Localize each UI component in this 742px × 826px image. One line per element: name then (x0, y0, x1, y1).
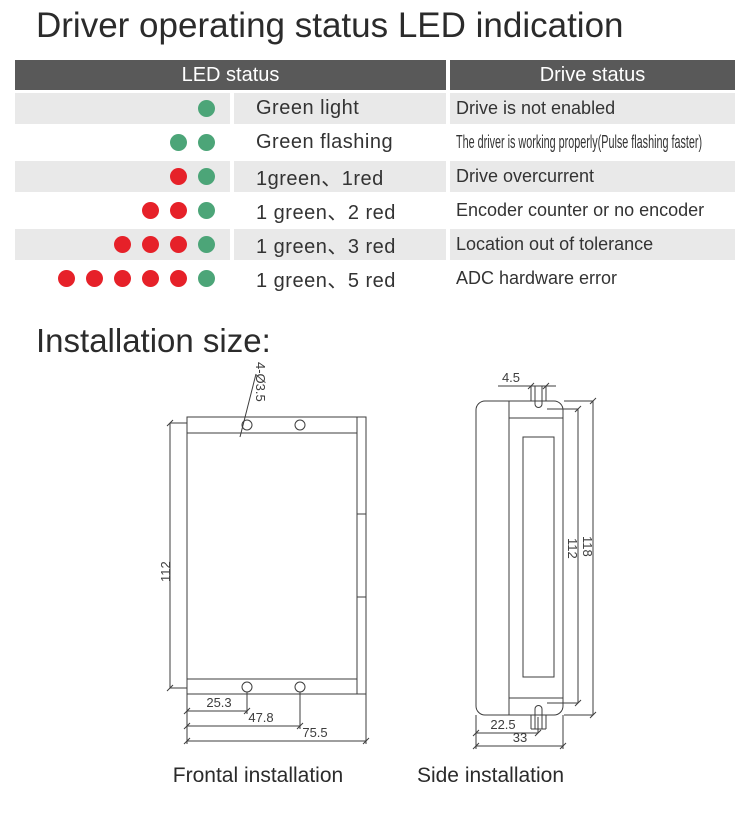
green-led-dot (198, 270, 215, 287)
bottom-mounting-tab (531, 706, 546, 729)
frontal-bottom-dimensions: 25.3 47.8 75.5 (184, 692, 369, 744)
side-slot-window (523, 437, 554, 677)
hole-diameter-label: 4-Ø3.5 (253, 362, 268, 402)
side-bottom-dimensions: 22.5 33 (473, 715, 566, 749)
frontal-installation-drawing: 4-Ø3.5 112 25.3 (158, 362, 369, 744)
page-title: Driver operating status LED indication (36, 6, 624, 45)
side-body-outline (476, 401, 563, 715)
drive-status-text: The driver is working properly(Pulse fla… (456, 132, 703, 152)
frontal-height-dimension: 112 (158, 420, 187, 691)
led-dots-cell (15, 195, 230, 226)
red-led-dot (86, 270, 103, 287)
led-dots-cell (15, 127, 230, 158)
table-row: Green flashing The driver is working prop… (15, 127, 735, 158)
red-led-dot (170, 236, 187, 253)
table-header-row: LED status Drive status (15, 60, 735, 90)
drive-status-cell: Drive overcurrent (450, 161, 735, 192)
table-row: 1 green、5 red ADC hardware error (15, 263, 735, 294)
green-led-dot (198, 134, 215, 151)
frontal-dim-75-5: 75.5 (302, 725, 327, 740)
mounting-hole (295, 420, 305, 430)
red-led-dot (142, 236, 159, 253)
side-dim-112: 112 (565, 538, 580, 559)
bottom-mounting-slot (535, 706, 542, 729)
green-led-dot (198, 100, 215, 117)
led-status-cell: 1 green、2 red (256, 202, 396, 224)
green-led-dot (198, 168, 215, 185)
header-led-status: LED status (15, 60, 446, 90)
green-led-dot (198, 202, 215, 219)
top-mounting-slot (535, 386, 542, 408)
mounting-hole (295, 682, 305, 692)
frontal-dim-47-8: 47.8 (248, 710, 273, 725)
green-led-dot (170, 134, 187, 151)
frontal-installation-caption: Frontal installation (172, 764, 344, 787)
red-led-dot (58, 270, 75, 287)
table-row: 1 green、2 red Encoder counter or no encod… (15, 195, 735, 226)
installation-size-title: Installation size: (36, 322, 271, 359)
led-status-cell: Green flashing (256, 131, 394, 153)
frontal-height-label: 112 (158, 561, 173, 582)
top-mounting-tab (531, 386, 546, 408)
side-inner-height-dimension: 112 (547, 406, 581, 706)
mounting-hole (242, 420, 252, 430)
red-led-dot (142, 202, 159, 219)
led-status-cell: 1 green、5 red (256, 270, 396, 292)
frontal-dim-25-3: 25.3 (206, 695, 231, 710)
red-led-dot (114, 270, 131, 287)
green-led-dot (198, 236, 215, 253)
led-status-cell: 1green、1red (234, 161, 446, 192)
side-installation-caption: Side installation (416, 764, 565, 787)
drive-status-cell: Drive is not enabled (450, 93, 735, 124)
led-dots-cell (15, 93, 230, 124)
frontal-body-outline (187, 417, 357, 694)
led-dots-cell (15, 229, 230, 260)
red-led-dot (170, 270, 187, 287)
red-led-dot (170, 202, 187, 219)
mounting-hole (242, 682, 252, 692)
led-status-cell: Green light (234, 93, 446, 124)
drive-status-cell: The driver is working properly(Pulse fla… (450, 127, 735, 158)
red-led-dot (170, 168, 187, 185)
side-dim-33: 33 (513, 730, 527, 745)
red-led-dot (142, 270, 159, 287)
led-status-cell: 1 green、3 red (234, 229, 446, 260)
led-dots-cell (15, 263, 230, 294)
drive-status-cell: Location out of tolerance (450, 229, 735, 260)
header-drive-status: Drive status (450, 60, 735, 90)
side-dim-118: 118 (580, 536, 595, 557)
drive-status-cell: Encoder counter or no encoder (456, 200, 705, 220)
side-installation-drawing: 4.5 112 118 (473, 370, 596, 749)
side-tab-dimension: 4.5 (498, 370, 556, 389)
drive-status-cell: ADC hardware error (456, 268, 618, 288)
side-dim-4-5: 4.5 (502, 370, 520, 385)
red-led-dot (114, 236, 131, 253)
hole-diameter-callout: 4-Ø3.5 (240, 362, 268, 437)
side-dim-22-5: 22.5 (490, 717, 515, 732)
frontal-right-flange (357, 417, 366, 694)
side-outer-height-dimension: 118 (564, 398, 596, 718)
led-dots-cell (15, 161, 230, 192)
